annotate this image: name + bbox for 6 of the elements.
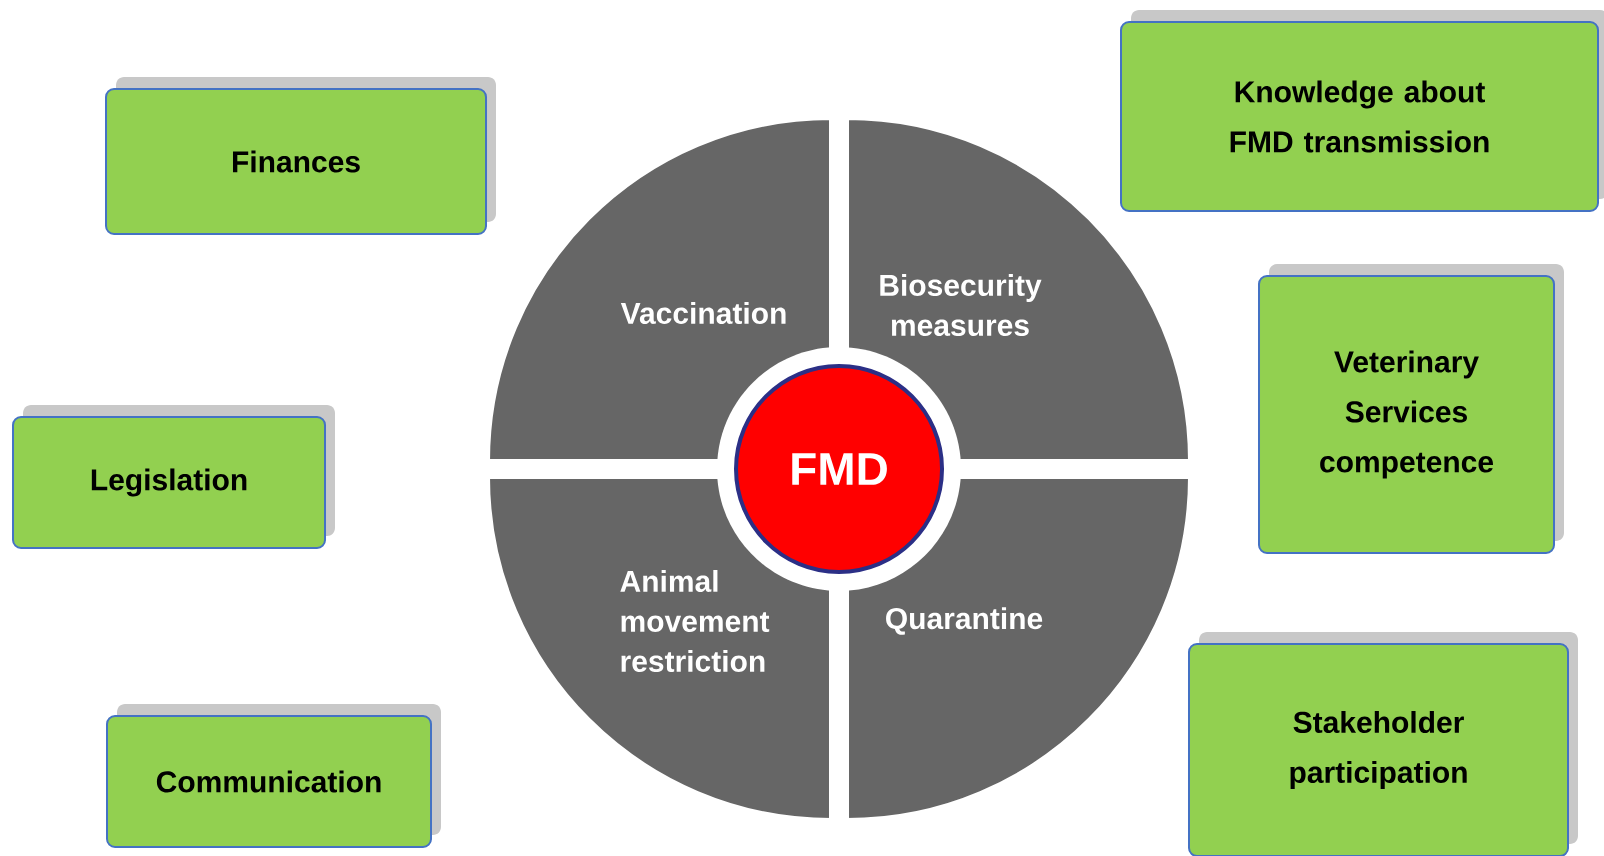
- text-box: Finances: [105, 77, 496, 235]
- text-box: Stakeholder participation: [1188, 632, 1578, 856]
- text-box: Knowledge about FMD transmission: [1120, 10, 1604, 212]
- text-box: Communication: [106, 704, 441, 848]
- text-box: Veterinary Services competence: [1258, 264, 1564, 554]
- text-box: Legislation: [12, 405, 335, 549]
